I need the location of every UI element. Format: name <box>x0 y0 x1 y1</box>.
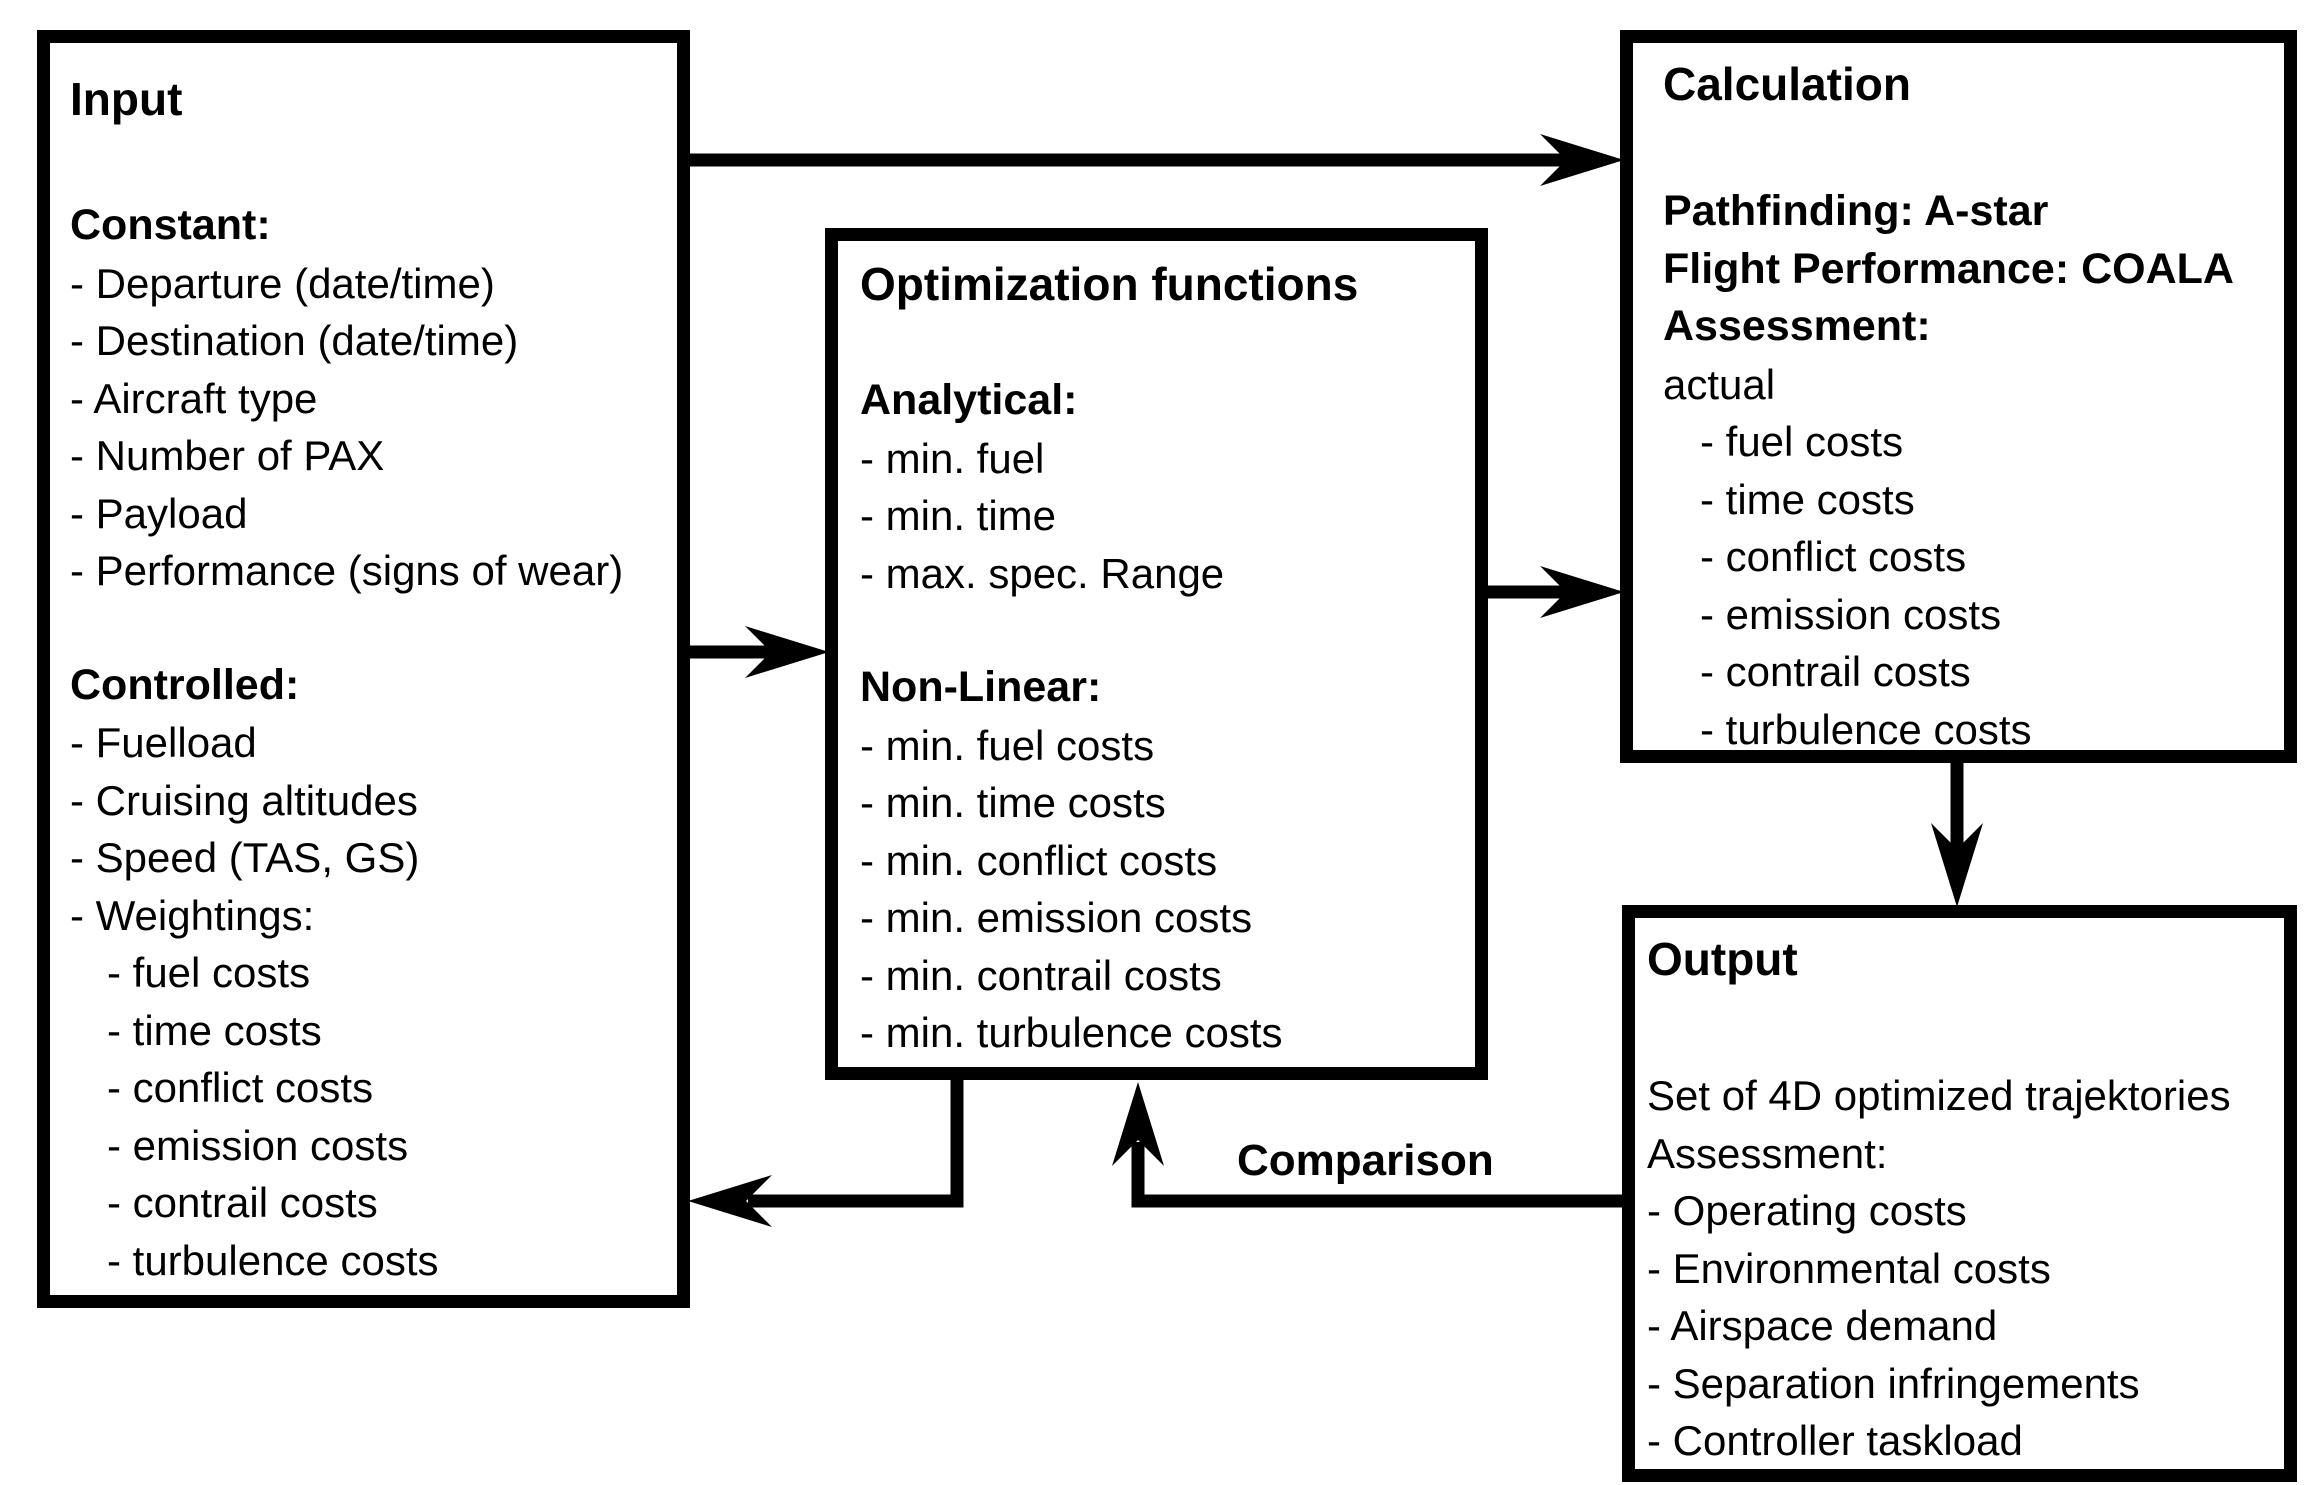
arrow-output-to-optimization <box>1112 1082 1632 1208</box>
output-text-line: - Separation infringements <box>1647 1359 2140 1407</box>
optimization-text-line: Analytical: <box>860 376 1078 424</box>
optimization-text-line: Non-Linear: <box>860 663 1102 711</box>
calculation-text-line: - conflict costs <box>1700 533 1967 580</box>
output-box-title: Output <box>1647 933 1798 985</box>
input-text-line: - contrail costs <box>107 1179 378 1226</box>
input-text-line: - Fuelload <box>70 719 257 766</box>
arrow-calculation-to-output <box>1931 757 1983 907</box>
calculation-text-line: - contrail costs <box>1700 648 1971 695</box>
calculation-box-title: Calculation <box>1663 58 1911 110</box>
optimization-text-line: - min. conflict costs <box>860 836 1218 884</box>
input-text-line: - emission costs <box>107 1121 409 1169</box>
output-text-line: - Controller taskload <box>1647 1417 2023 1464</box>
calculation-text-line: Assessment: <box>1663 302 1931 350</box>
output-text-line: - Operating costs <box>1647 1187 1967 1234</box>
input-text-line: - Cruising altitudes <box>70 776 418 824</box>
output-text-line: Assessment: <box>1647 1129 1888 1177</box>
optimization-text-line: - min. turbulence costs <box>860 1009 1283 1056</box>
optimization-text-line: - max. spec. Range <box>860 549 1225 597</box>
input-text-line: Controlled: <box>70 660 300 709</box>
calculation-text-line: actual <box>1663 360 1776 408</box>
calculation-text-line: Pathfinding: A-star <box>1663 187 2049 235</box>
optimization-box-title: Optimization functions <box>860 258 1359 310</box>
optimization-text-line: - min. time costs <box>860 779 1166 826</box>
input-box-title: Input <box>70 73 183 125</box>
input-text-line: - conflict costs <box>107 1064 374 1111</box>
output-text-line: - Airspace demand <box>1647 1302 1998 1349</box>
arrow-optimization-to-input <box>688 1080 964 1227</box>
input-text-line: - Destination (date/time) <box>70 317 519 364</box>
input-text-line: - Number of PAX <box>70 432 385 479</box>
input-text-line: - Weightings: <box>70 891 315 939</box>
arrow-optimization-to-calculation <box>1484 566 1624 618</box>
arrow-input-to-calculation <box>682 134 1624 186</box>
input-text-line: - Performance (signs of wear) <box>70 547 624 594</box>
input-text-line: - Aircraft type <box>70 374 318 422</box>
optimization-text-line: - min. emission costs <box>860 894 1253 941</box>
input-text-line: - Departure (date/time) <box>70 259 495 307</box>
input-text-line: - time costs <box>107 1006 322 1054</box>
output-text-line: - Environmental costs <box>1647 1244 2051 1292</box>
optimization-text-line: - min. time <box>860 492 1057 539</box>
input-text-line: - Payload <box>70 489 248 537</box>
optimization-text-line: - min. fuel <box>860 434 1045 482</box>
calculation-text-line: - emission costs <box>1700 590 2002 638</box>
input-text-line: - turbulence costs <box>107 1236 439 1284</box>
calculation-text-line: - turbulence costs <box>1700 705 2032 753</box>
optimization-text-line: - min. fuel costs <box>860 721 1155 769</box>
comparison-arrow-label: Comparison <box>1237 1136 1494 1185</box>
input-text-line: Constant: <box>70 201 271 249</box>
calculation-text-line: - time costs <box>1700 475 1915 523</box>
optimization-text-line: - min. contrail costs <box>860 951 1222 999</box>
calculation-text-line: - fuel costs <box>1700 418 1904 465</box>
output-text-line: Set of 4D optimized trajektories <box>1647 1072 2231 1119</box>
calculation-text-line: Flight Performance: COALA <box>1663 244 2234 293</box>
arrow-input-to-optimization <box>682 626 829 678</box>
input-text-line: - Speed (TAS, GS) <box>70 834 420 881</box>
input-text-line: - fuel costs <box>107 949 311 996</box>
